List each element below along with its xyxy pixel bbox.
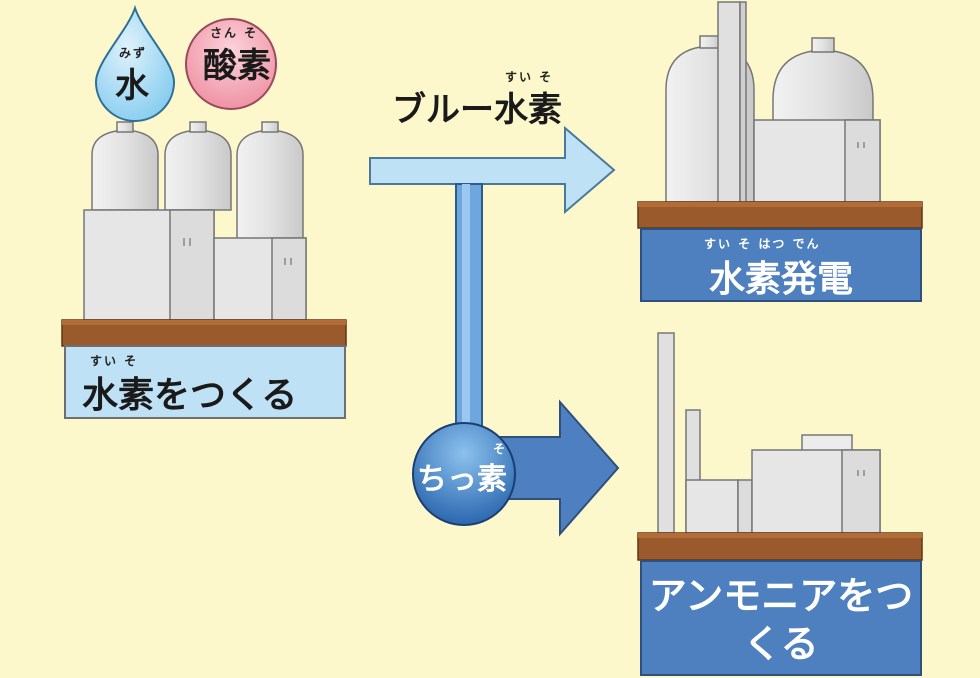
ammonia-production-label: アンモニアをつくる — [648, 574, 914, 666]
hydrogen-plant-illustration — [61, 121, 347, 347]
hydrogen-production-label-box — [64, 345, 346, 419]
ammonia-arrow — [499, 399, 620, 537]
hydrogen-power-ruby: すい そ はつ でん — [704, 237, 821, 251]
power-plant-illustration — [637, 1, 923, 229]
oxygen-label: 酸素 — [203, 46, 271, 86]
ammonia-production-label-box — [640, 560, 922, 676]
hydrogen-production-ruby: すい そ — [90, 354, 139, 368]
water-label: 水 — [115, 66, 149, 106]
hydrogen-power-label: 水素発電 — [708, 259, 853, 300]
blue-hydrogen-ruby: すい そ — [505, 70, 554, 84]
oxygen-ruby: さん そ — [210, 26, 259, 40]
water-drop-icon — [94, 4, 176, 122]
nitrogen-label: ちっ素 — [417, 462, 507, 497]
oxygen-bubble-icon — [185, 18, 277, 110]
nitrogen-ruby: そ — [493, 442, 508, 456]
hydrogen-production-label: 水素をつくる — [82, 375, 298, 416]
blue-hydrogen-arrow — [369, 125, 616, 215]
blue-hydrogen-label: ブルー水素 — [392, 90, 562, 130]
nitrogen-bubble-icon — [412, 422, 516, 526]
ammonia-plant-illustration — [637, 332, 923, 561]
water-ruby: みず — [119, 46, 148, 60]
hydrogen-power-label-box — [640, 228, 922, 302]
